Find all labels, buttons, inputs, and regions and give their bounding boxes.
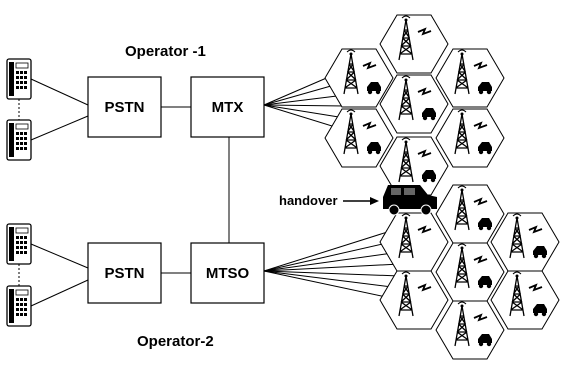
mtso-label: MTSO (206, 265, 250, 282)
operator-1-label: Operator -1 (125, 43, 206, 60)
pstn-1-label: PSTN (104, 99, 144, 116)
cell-hexagon (379, 212, 449, 272)
operator-1-cell-cluster (324, 14, 505, 196)
cell-hexagon (435, 242, 505, 302)
cell-hexagon (379, 270, 449, 330)
phone-wires (30, 78, 89, 307)
telephone-icon (6, 223, 32, 265)
mtso-box (190, 242, 265, 304)
cell-hexagon (490, 270, 560, 330)
pstn-1-box (87, 76, 162, 138)
cell-hexagon (324, 48, 394, 108)
telephone-icon (6, 119, 32, 161)
handover-label: handover (279, 193, 338, 208)
cell-hexagon (379, 14, 449, 74)
pstn-2-label: PSTN (104, 265, 144, 282)
operator-2-cell-cluster (379, 184, 560, 360)
cell-hexagon (379, 74, 449, 134)
operator-2-label: Operator-2 (137, 333, 214, 350)
telephone-icon (6, 58, 32, 100)
mtso-fan-links (263, 227, 401, 301)
cell-hexagon (435, 184, 505, 244)
cell-hexagon (435, 108, 505, 168)
handover-arrow-head (370, 197, 379, 205)
cell-hexagon (435, 48, 505, 108)
telephone-icon (6, 285, 32, 327)
cell-hexagon (435, 300, 505, 360)
mtx-box (190, 76, 265, 138)
cell-hexagon (324, 108, 394, 168)
cell-hexagon (490, 212, 560, 272)
pstn-2-box (87, 242, 162, 304)
mtx-label: MTX (212, 99, 244, 116)
